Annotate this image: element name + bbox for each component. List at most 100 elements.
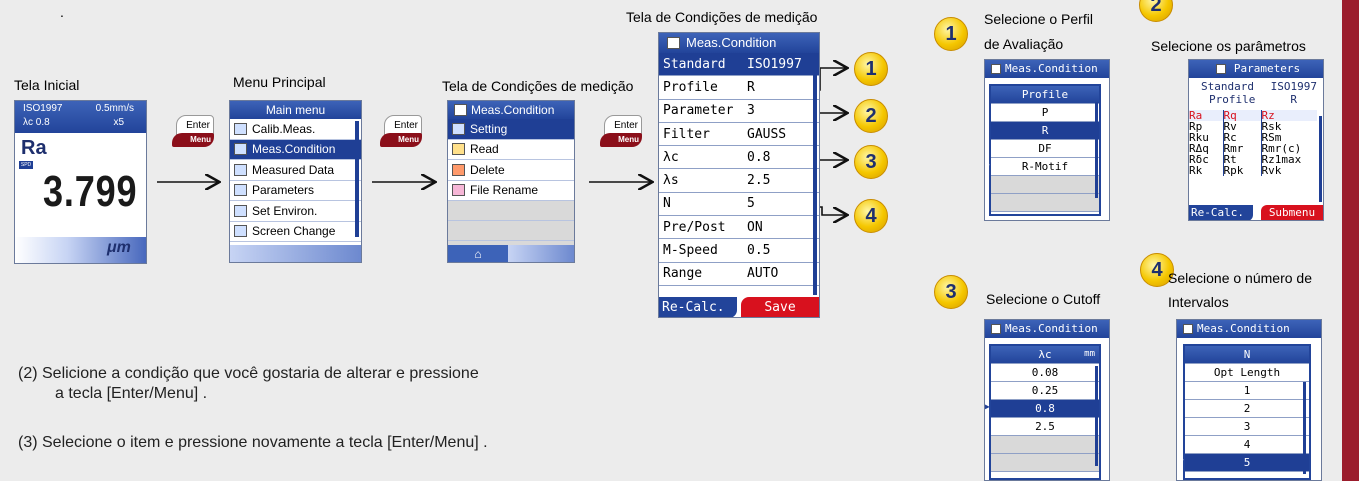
magnification-value: x5 [113, 117, 124, 128]
caption-cond-screen-2: Tela de Condições de medição [626, 9, 818, 25]
profile-option-r-motif[interactable]: R-Motif [991, 158, 1099, 176]
panel-4-label-line-1: Selecione o número de [1168, 270, 1312, 286]
panel-2-standard-value: ISO1997 [1270, 80, 1317, 93]
param-rmrc[interactable]: Rmr(c) [1261, 142, 1302, 155]
panel-3-unit: mm [1084, 349, 1095, 359]
interval-option-3[interactable]: 3 [1185, 418, 1309, 436]
badge-1: 1 [854, 52, 888, 86]
speed-value: 0.5mm/s [95, 103, 134, 114]
main-menu-scrollbar[interactable] [355, 121, 359, 237]
interval-option-2[interactable]: 2 [1185, 400, 1309, 418]
param-rk[interactable]: Rk [1189, 165, 1224, 176]
rename-icon [452, 184, 465, 197]
panel-2-profile-value: R [1290, 93, 1297, 106]
panel-3-scrollbar[interactable] [1095, 366, 1098, 466]
profile-option-df[interactable]: DF [991, 140, 1099, 158]
menu-item-meas-condition[interactable]: Meas.Condition [230, 139, 361, 160]
cond-item-read[interactable]: Read [448, 140, 574, 160]
enter-menu-key-1[interactable]: Enter Menu [170, 113, 216, 149]
param-rvk[interactable]: Rvk [1261, 164, 1282, 177]
cutoff-option-0-8[interactable]: 0.8 [991, 400, 1099, 418]
cond-item-delete[interactable]: Delete [448, 160, 574, 181]
panel-1-label-line-2: de Avaliação [984, 36, 1064, 52]
caption-cond-screen-1: Tela de Condições de medição [442, 78, 634, 94]
meas-condition-scrollbar[interactable] [813, 55, 817, 295]
cutoff-option-0-25[interactable]: 0.25 [991, 382, 1099, 400]
profile-option-r[interactable]: R [991, 122, 1099, 140]
profile-option-p[interactable]: P [991, 104, 1099, 122]
step-2-line-2: a tecla [Enter/Menu] . [55, 385, 208, 402]
param-rsk[interactable]: Rsk [1261, 120, 1282, 133]
interval-option-4[interactable]: 4 [1185, 436, 1309, 454]
interval-option-5[interactable]: 5 [1185, 454, 1309, 472]
condition-menu-title: Meas.Condition [471, 103, 555, 117]
param-rz1max[interactable]: Rz1max [1261, 153, 1302, 166]
menu-item-set-environ[interactable]: Set Environ. [230, 201, 361, 222]
panel-2-submenu-button[interactable]: Submenu [1261, 205, 1323, 220]
param-rku[interactable]: Rku [1189, 132, 1224, 143]
param-rt[interactable]: Rt [1223, 154, 1262, 165]
panel-2-scrollbar[interactable] [1319, 116, 1322, 202]
enter-menu-key-3[interactable]: Enter Menu [598, 113, 644, 149]
panel-4-screen: Meas.Condition N Opt Length 1 2 3 4 5 ▶ [1176, 319, 1322, 481]
param-rdc[interactable]: Rδc [1189, 154, 1224, 165]
param-rsm[interactable]: RSm [1261, 131, 1282, 144]
home-button[interactable]: ⌂ [448, 245, 508, 262]
cutoff-option-2-5[interactable]: 2.5 [991, 418, 1099, 436]
cond-item-setting[interactable]: Setting [448, 119, 574, 140]
param-rv[interactable]: Rv [1223, 121, 1262, 132]
menu-item-measured-data[interactable]: Measured Data [230, 160, 361, 181]
enter-menu-key-2[interactable]: Enter Menu [378, 113, 424, 149]
panel-4-header: N [1185, 346, 1309, 364]
condition-icon [234, 143, 247, 156]
menu-item-screen-change[interactable]: Screen Change [230, 222, 361, 242]
param-rp[interactable]: Rp [1189, 121, 1224, 132]
param-rdq[interactable]: RΔq [1189, 143, 1224, 154]
param-rq[interactable]: Rq [1223, 110, 1262, 121]
panel-1-header: Profile [991, 86, 1099, 104]
initial-screen: ISO1997 0.5mm/s λc 0.8 x5 Ra SPD 3.799 μ… [14, 100, 147, 264]
interval-option-1[interactable]: 1 [1185, 382, 1309, 400]
cutoff-option-0-08[interactable]: 0.08 [991, 364, 1099, 382]
interval-option-opt-length[interactable]: Opt Length [1185, 364, 1309, 382]
selection-arrow-icon: ▶ [1179, 455, 1184, 464]
menu-item-parameters[interactable]: Parameters [230, 181, 361, 201]
panel-2-title: Parameters [1233, 62, 1301, 75]
setting-icon [452, 122, 465, 135]
panel-2-recalc-button[interactable]: Re-Calc. [1189, 205, 1253, 220]
save-button[interactable]: Save [741, 297, 819, 317]
param-ra[interactable]: Ra [1189, 110, 1224, 121]
step-3: (3) Selecione o item e pressione novamen… [18, 434, 488, 451]
param-rmr[interactable]: Rmr [1223, 143, 1262, 154]
cond-item-file-rename[interactable]: File Rename [448, 181, 574, 201]
param-rc[interactable]: Rc [1223, 132, 1262, 143]
home-icon: ⌂ [474, 247, 482, 261]
menu-item-calib[interactable]: Calib.Meas. [230, 119, 361, 140]
parameter-name: Ra [21, 137, 47, 159]
data-icon [234, 163, 247, 176]
lambda-c-value: λc 0.8 [23, 117, 50, 128]
meas-condition-title: Meas.Condition [686, 35, 777, 50]
spd-badge: SPD [19, 161, 33, 169]
condition-icon [454, 104, 467, 116]
panel-4-scrollbar[interactable] [1303, 382, 1306, 474]
panel-1-scrollbar[interactable] [1095, 102, 1098, 198]
recalc-button[interactable]: Re-Calc. [659, 297, 737, 317]
right-border-bar [1342, 0, 1359, 481]
param-rz[interactable]: Rz [1261, 109, 1275, 122]
param-rpk[interactable]: Rpk [1223, 165, 1262, 176]
condition-icon [1183, 324, 1193, 334]
caption-initial-screen: Tela Inicial [14, 77, 80, 93]
